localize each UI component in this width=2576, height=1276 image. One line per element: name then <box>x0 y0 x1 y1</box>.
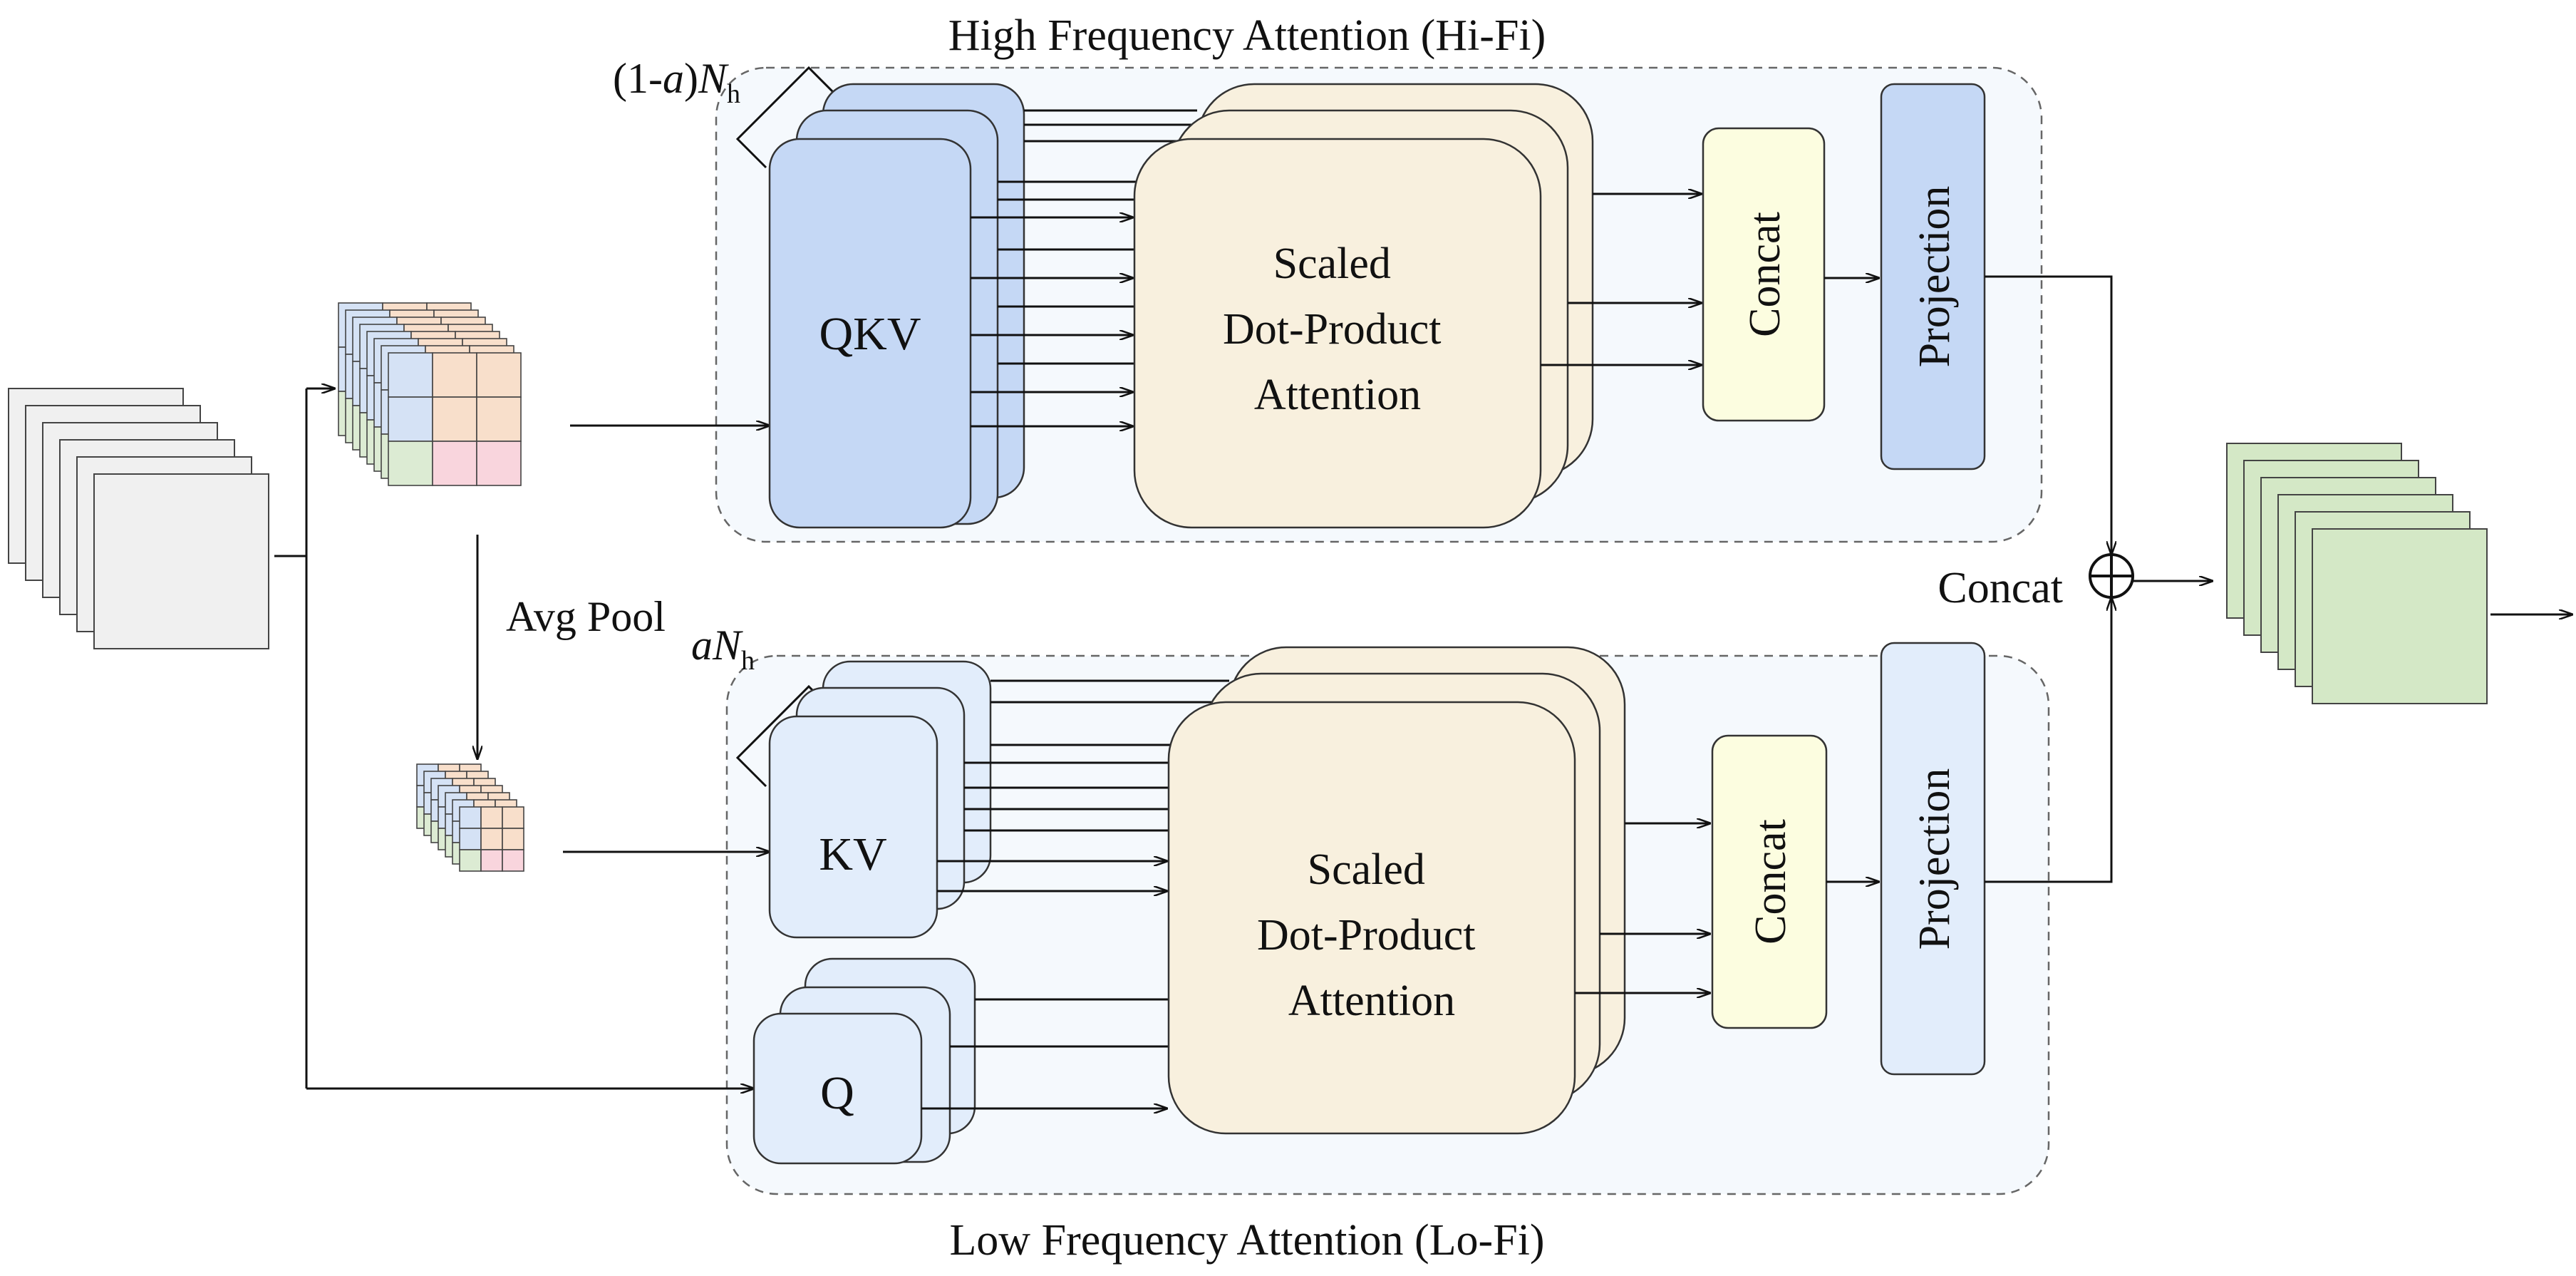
merge-concat-label: Concat <box>1938 564 2063 612</box>
lofi-kv-block <box>768 715 938 939</box>
lofi-title: Low Frequency Attention (Lo-Fi) <box>949 1216 1544 1265</box>
avg-pool-label: Avg Pool <box>506 593 666 640</box>
lofi-heads-label: aNh <box>691 622 755 676</box>
patch-cell <box>388 352 433 398</box>
pooled-patch-cell <box>502 806 524 829</box>
patch-cell <box>476 441 522 486</box>
hifi-heads-label: (1-a)Nh <box>613 55 740 109</box>
lofi-inputs-to-attention-lines <box>921 679 1229 1108</box>
input-feature-maps <box>8 388 269 649</box>
pooled-patch-cell <box>459 849 482 872</box>
pooled-patch-grid-stack <box>416 763 524 872</box>
patch-cell <box>432 352 477 398</box>
pooled-patch-cell <box>459 828 482 850</box>
patch-cell <box>476 352 522 398</box>
lofi-projection-block <box>1880 642 1986 1076</box>
input-wiring <box>274 389 754 1089</box>
hifi-attention-to-concat <box>1541 194 1702 365</box>
hifi-attention-block <box>1133 138 1542 529</box>
patch-cell <box>432 396 477 442</box>
patch-cell <box>476 396 522 442</box>
lofi-q-block <box>752 1012 923 1165</box>
lofi-projection-label: Projection <box>1910 768 1959 950</box>
pooled-patch-cell <box>480 849 503 872</box>
patch-cell <box>388 396 433 442</box>
hifi-qkv-label: QKV <box>819 308 921 360</box>
pooled-patch-cell <box>502 828 524 850</box>
hifi-concat-label: Concat <box>1741 212 1789 337</box>
pooled-patch-cell <box>480 806 503 829</box>
lofi-attention-to-concat <box>1575 823 1710 993</box>
hifi-concat-block <box>1702 127 1826 422</box>
hifi-qkv-block <box>768 138 972 529</box>
lofi-q-label: Q <box>820 1067 854 1119</box>
input-feature-map <box>93 473 269 649</box>
output-feature-map <box>2312 528 2488 704</box>
lofi-attention-block <box>1167 701 1576 1135</box>
hifi-projection-label: Projection <box>1910 186 1959 368</box>
lofi-attention-label: Scaled Dot-Product Attention <box>1257 845 1486 1025</box>
pooled-patch-cell <box>480 828 503 850</box>
lofi-kv-label: KV <box>819 828 886 880</box>
merge-wiring <box>1985 275 2111 883</box>
pooled-patch-cell <box>459 806 482 829</box>
pooled-patch-cell <box>502 849 524 872</box>
hifi-attention-label: Scaled Dot-Product Attention <box>1223 240 1452 419</box>
patch-cell <box>432 441 477 486</box>
output-feature-maps <box>2226 443 2488 704</box>
patch-grid-stack <box>338 302 522 486</box>
lofi-concat-label: Concat <box>1747 819 1795 945</box>
hifi-heads-bracket <box>735 66 839 169</box>
patch-cell <box>388 441 433 486</box>
hifi-title: High Frequency Attention (Hi-Fi) <box>948 11 1546 60</box>
